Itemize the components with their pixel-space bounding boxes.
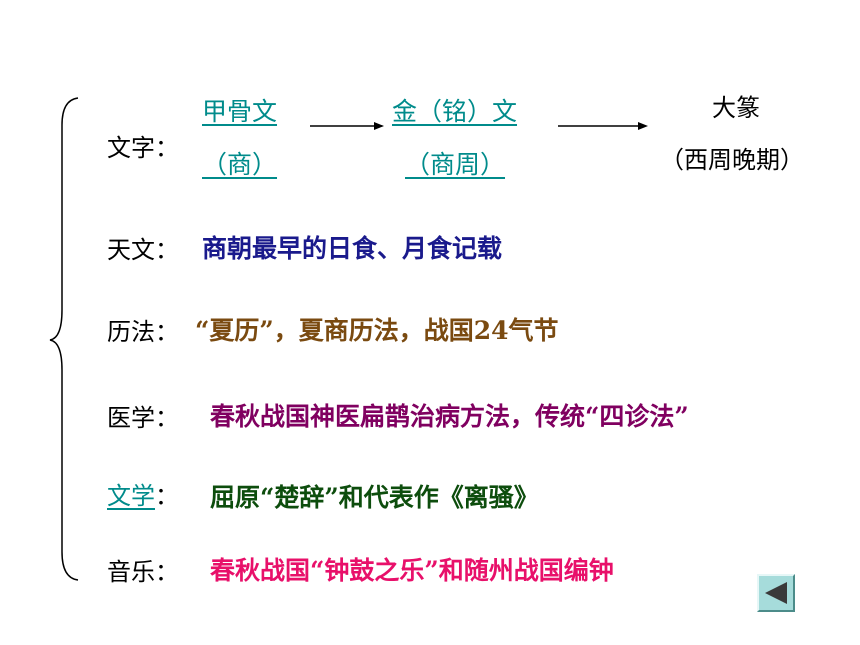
back-button[interactable] (757, 574, 795, 612)
content-calendar: “夏历”，夏商历法，战国24气节 (195, 316, 559, 345)
content-music: 春秋战国“钟鼓之乐”和随州战国编钟 (210, 556, 614, 585)
link-oracle-bone-era[interactable]: （商） (202, 150, 278, 179)
label-music: 音乐： (107, 558, 179, 586)
content-literature: 屈原“楚辞”和代表作《离骚》 (210, 483, 539, 512)
great-seal-era: （西周晚期） (660, 146, 804, 174)
triangle-left-icon (765, 582, 787, 604)
link-bronze-era[interactable]: （商周） (405, 150, 506, 179)
label-literature: 文学： (107, 476, 179, 511)
label-medicine: 医学： (107, 404, 179, 432)
link-oracle-bone[interactable]: 甲骨文 (202, 97, 278, 126)
content-astronomy: 商朝最早的日食、月食记载 (202, 234, 503, 263)
great-seal-script: 大篆 (712, 94, 760, 122)
content-medicine: 春秋战国神医扁鹊治病方法，传统“四诊法” (210, 402, 689, 431)
label-literature-colon: ： (155, 482, 179, 510)
label-writing: 文字： (107, 134, 179, 162)
link-bronze-inscription[interactable]: 金（铭）文 (392, 97, 518, 126)
label-astronomy: 天文： (107, 236, 179, 264)
left-brace-icon (49, 97, 79, 581)
link-literature[interactable]: 文学 (107, 482, 155, 510)
label-calendar: 历法： (107, 318, 179, 346)
arrow-oracle-to-bronze (310, 122, 384, 130)
arrow-bronze-to-seal (558, 122, 648, 130)
